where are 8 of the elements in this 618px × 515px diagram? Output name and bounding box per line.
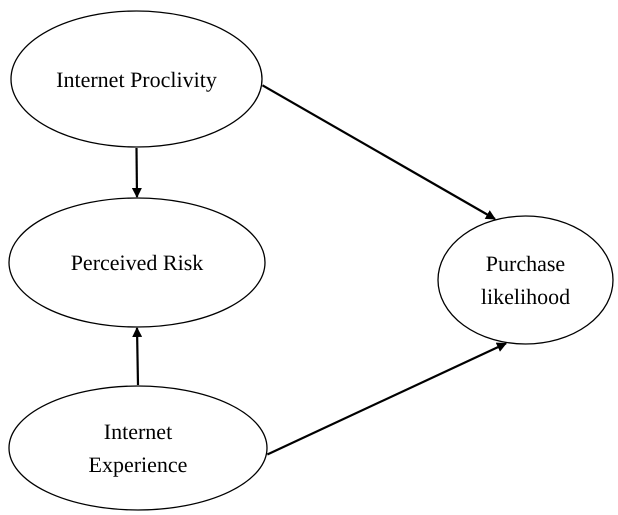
- arrow: [132, 148, 142, 198]
- node-label: Purchase likelihood: [480, 250, 572, 311]
- arrow: [262, 84, 496, 220]
- node-label: Internet Experience: [88, 418, 188, 479]
- arrow: [132, 327, 142, 386]
- arrow: [266, 342, 507, 456]
- node-label: Internet Proclivity: [56, 66, 218, 94]
- node-label: Perceived Risk: [70, 249, 204, 277]
